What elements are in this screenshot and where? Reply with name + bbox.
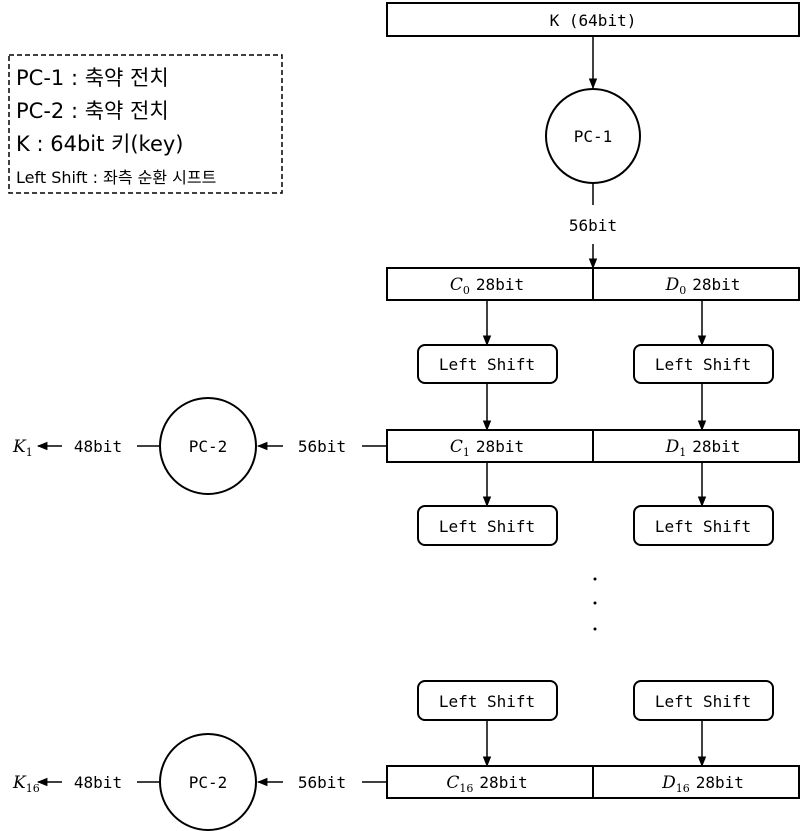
left-shift-c-2-label: Left Shift [439,517,535,536]
legend: PC-1 : 축약 전치 PC-2 : 축약 전치 K : 64bit 키(ke… [8,54,283,194]
legend-item-pc1: PC-1 : 축약 전치 [16,66,169,90]
pc2-label-k1: PC-2 [189,437,228,456]
k16-output-label: 48bit [74,773,122,792]
legend-item-k: K : 64bit 키(key) [16,132,183,156]
left-shift-c-1-label: Left Shift [439,355,535,374]
legend-item-pc2: PC-2 : 축약 전치 [16,99,169,123]
pc1-output-label: 56bit [569,216,617,235]
key-box [386,2,800,37]
left-shift-d-2-label: Left Shift [655,517,751,536]
k16-input-label: 56bit [298,773,346,792]
left-shift-d-16-label: Left Shift [655,692,751,711]
legend-item-left-shift: Left Shift : 좌측 순환 시프트 [16,168,216,187]
legend-border [8,54,283,194]
ellipsis-dot [593,627,597,631]
pc1-label: PC-1 [574,127,613,146]
k1-input-label: 56bit [298,437,346,456]
ellipsis-dots [593,577,597,631]
left-shift-c-2 [417,505,558,546]
ellipsis-dot [593,601,597,605]
left-shift-d-1 [633,344,774,384]
ellipsis-dot [593,577,597,581]
key-box-label: K (64bit) [550,11,637,30]
left-shift-d-16 [633,680,774,721]
left-shift-d-2 [633,505,774,546]
subkey-k16-path: 56bit PC-2 48bit K16 [12,733,387,831]
subkey-k1-path: 56bit PC-2 48bit K1 [12,397,387,495]
k1-label: K1 [12,437,33,459]
left-shift-c-16-label: Left Shift [439,692,535,711]
k16-label: K16 [12,773,40,795]
k1-output-label: 48bit [74,437,122,456]
pc2-label-k16: PC-2 [189,773,228,792]
left-shift-d-1-label: Left Shift [655,355,751,374]
